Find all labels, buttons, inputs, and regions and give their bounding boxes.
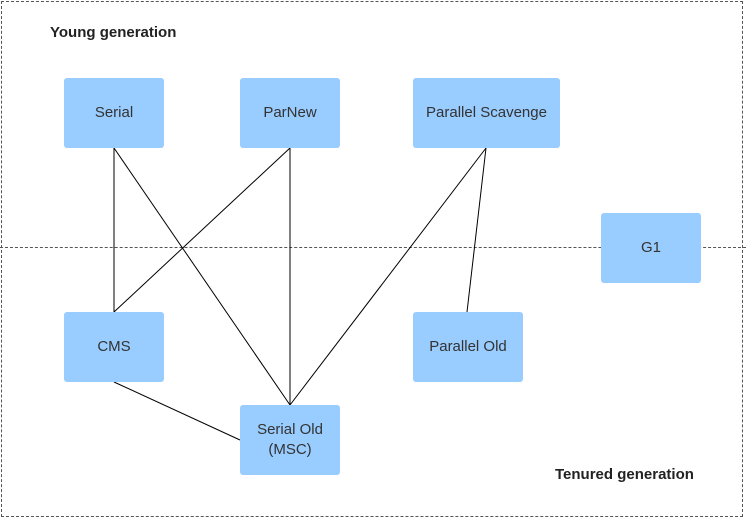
edge-parnew-to-cms [113, 147, 291, 313]
g1-collector-node: G1 [601, 213, 701, 283]
parallel-scavenge-collector-node: Parallel Scavenge [413, 78, 560, 148]
tenured-generation-label: Tenured generation [555, 466, 694, 483]
edge-parallel-scavenge-to-parallel-old [466, 147, 487, 313]
parallel-old-collector-node: Parallel Old [413, 312, 523, 382]
edge-cms-to-serial-old [113, 381, 241, 441]
serial-old-collector-node: Serial Old (MSC) [240, 405, 340, 475]
serial-collector-node: Serial [64, 78, 164, 148]
edge-parallel-scavenge-to-serial-old [289, 147, 487, 406]
young-generation-label: Young generation [50, 24, 177, 41]
cms-collector-node: CMS [64, 312, 164, 382]
parnew-collector-node: ParNew [240, 78, 340, 148]
edge-serial-to-serial-old [113, 147, 291, 406]
generation-divider [0, 247, 746, 248]
